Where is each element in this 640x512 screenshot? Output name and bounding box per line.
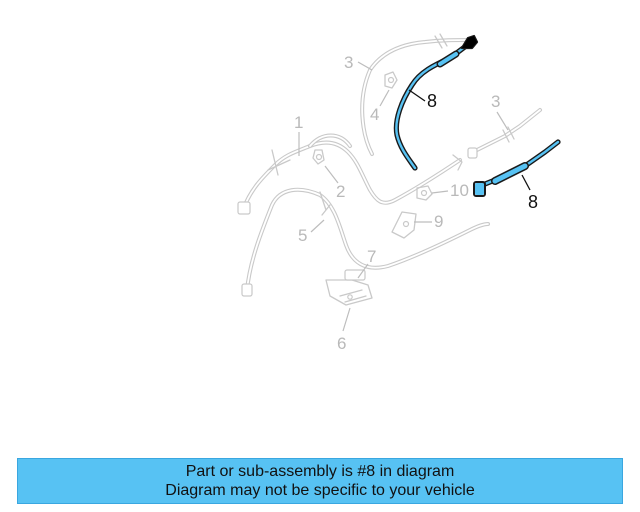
- part-3-hose-upper: [360, 33, 472, 156]
- banner-line-2: Diagram may not be specific to your vehi…: [165, 482, 475, 499]
- callout-8-upper: 8: [427, 91, 437, 111]
- highlight-callouts: 8 8: [408, 89, 538, 212]
- callout-2: 2: [336, 182, 345, 201]
- callout-1: 1: [294, 113, 303, 132]
- leader-3-right: [496, 111, 509, 131]
- leader-3-upper: [357, 61, 373, 71]
- callout-8-right: 8: [528, 192, 538, 212]
- leader-10: [431, 190, 449, 194]
- callout-5: 5: [298, 226, 307, 245]
- part-3-hose-right: [467, 108, 542, 159]
- part-2-bracket: [312, 149, 325, 165]
- leader-6: [342, 307, 351, 332]
- part-8-hose-right: [473, 139, 561, 197]
- part-4-clip: [384, 71, 398, 89]
- callout-9: 9: [434, 212, 443, 231]
- banner-line-1: Part or sub-assembly is #8 in diagram: [185, 463, 455, 480]
- part-5-line: [241, 187, 490, 297]
- callout-4: 4: [370, 105, 379, 124]
- leader-2: [324, 165, 339, 184]
- callout-3-right: 3: [491, 92, 500, 111]
- callout-10: 10: [450, 181, 469, 200]
- leader-8-right: [521, 174, 531, 191]
- callout-7: 7: [367, 247, 376, 266]
- callout-3-upper: 3: [344, 53, 353, 72]
- parts-diagram: 1 2 3 4 3 10 9 5 7 6: [237, 33, 561, 353]
- info-banner: Part or sub-assembly is #8 in diagram Di…: [17, 458, 623, 504]
- leader-8-upper: [408, 89, 426, 102]
- part-10-clip: [416, 185, 433, 201]
- part-1-line: [237, 133, 463, 215]
- leader-7: [357, 263, 369, 279]
- leader-5: [310, 219, 325, 233]
- part-8-hose-upper: [393, 34, 479, 171]
- part-7-6-bracket: [325, 269, 373, 306]
- ghost-callouts: 1 2 3 4 3 10 9 5 7 6: [294, 53, 509, 353]
- part-9-bracket: [391, 211, 417, 239]
- leader-4: [379, 89, 390, 107]
- callout-6: 6: [337, 334, 346, 353]
